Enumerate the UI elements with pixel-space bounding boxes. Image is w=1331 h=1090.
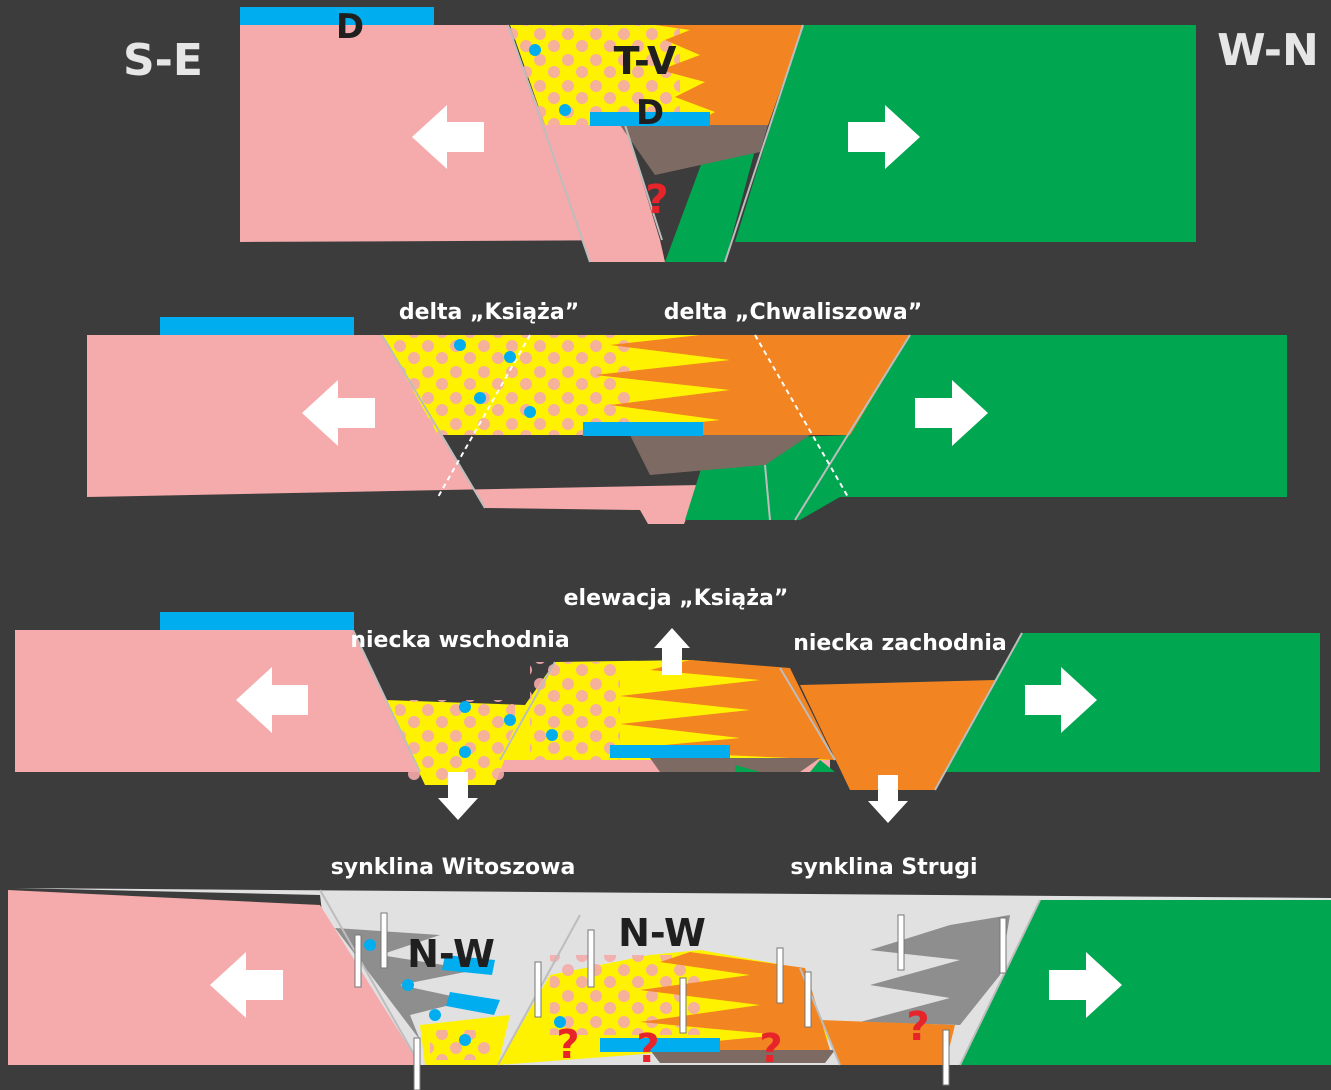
blue-layer-mid: [583, 422, 703, 436]
syncline-right-label: synklina Strugi: [790, 855, 977, 880]
question-mark: ?: [906, 1004, 929, 1050]
delta-right-label: delta „Chwaliszowa”: [664, 300, 922, 325]
label-mid-d: D: [636, 93, 664, 133]
elevation-label: elewacja „Książa”: [564, 586, 789, 611]
question-mark: ?: [645, 177, 668, 223]
question-mark: ?: [636, 1026, 659, 1072]
green-block: [735, 25, 1196, 242]
panel-2: delta „Książa” delta „Chwaliszowa”: [87, 300, 1287, 524]
corner-label-right: W-N: [1217, 25, 1319, 76]
blue-layer-top: [160, 612, 354, 630]
panel-4: synklina Witoszowa synklina Strugi N-W N…: [8, 855, 1331, 1090]
syncline-left-label: synklina Witoszowa: [331, 855, 576, 880]
basin-east-label: niecka wschodnia: [350, 628, 569, 653]
corner-label-left: S-E: [123, 35, 203, 86]
delta-left-label: delta „Książa”: [399, 300, 579, 325]
nw-left-label: N-W: [407, 932, 495, 976]
label-tv: T-V: [614, 39, 677, 83]
question-mark: ?: [759, 1026, 782, 1072]
basin-west-label: niecka zachodnia: [793, 631, 1007, 656]
nw-center-label: N-W: [618, 911, 706, 955]
blue-layer-mid: [610, 745, 730, 758]
blue-layer-mid: [600, 1038, 720, 1052]
question-mark: ?: [556, 1022, 579, 1068]
panel-3: elewacja „Książa” niecka wschodnia nieck…: [15, 586, 1320, 823]
blue-layer-top: [160, 317, 354, 335]
orange-right: [820, 1020, 955, 1065]
label-top-d: D: [336, 7, 364, 47]
panel-1: D T-V D ?: [240, 7, 1196, 262]
